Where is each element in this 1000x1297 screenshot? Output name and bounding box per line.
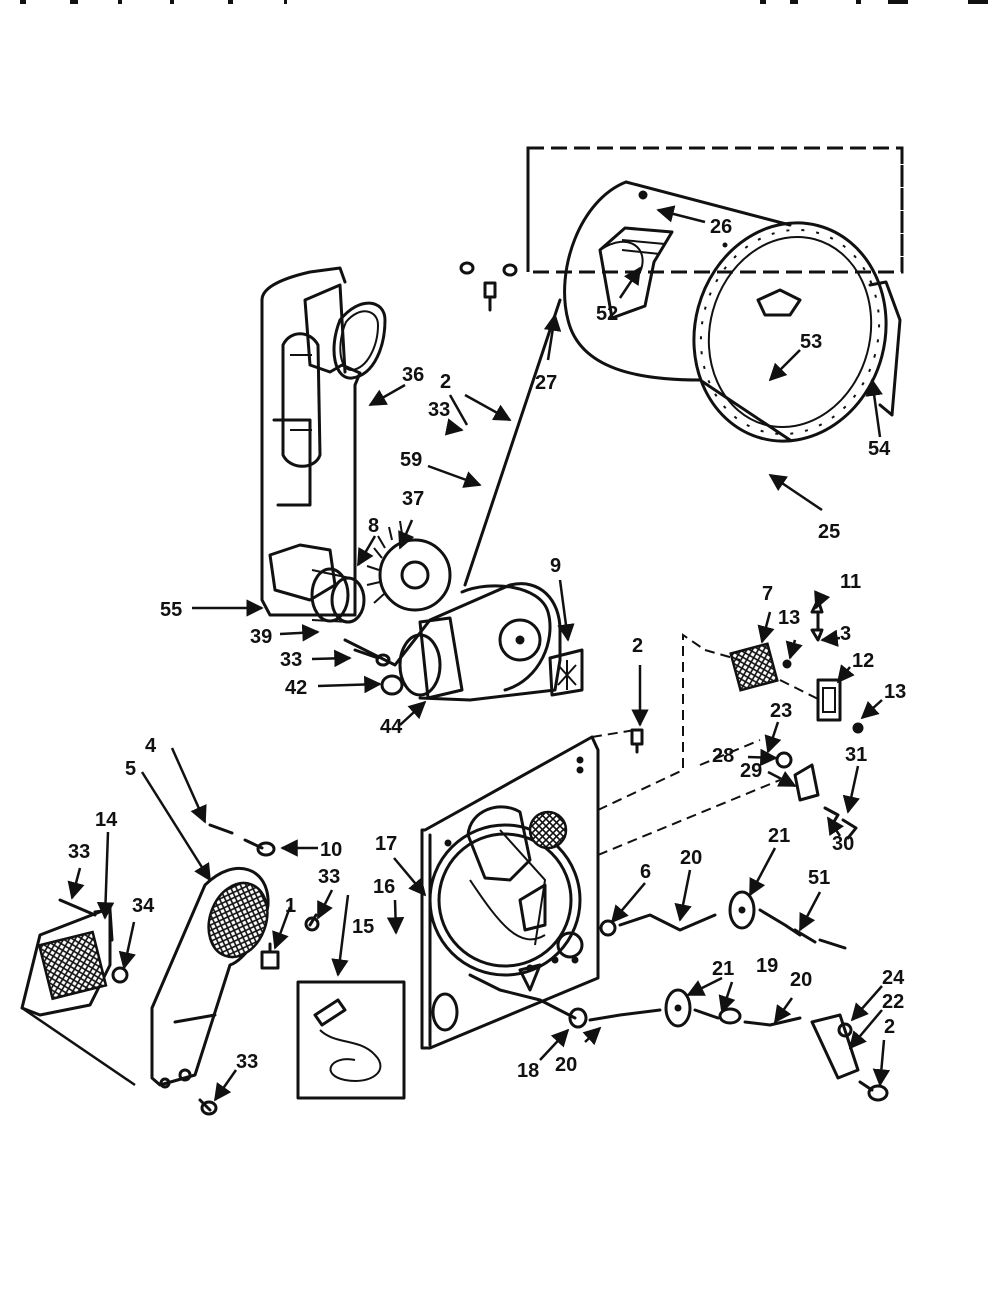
- callout-30: 30: [832, 833, 854, 855]
- bulkhead-panel-17: [420, 735, 600, 1050]
- drum: [563, 180, 902, 443]
- callout-18: 18: [517, 1060, 539, 1082]
- blower-housing: [260, 266, 362, 617]
- callout-59: 59: [400, 449, 422, 471]
- callout-7: 7: [762, 583, 773, 605]
- callout-33-right-housing: 33: [318, 866, 340, 888]
- callout-25: 25: [818, 521, 840, 543]
- shaft-and-rollers-upper: [599, 890, 847, 950]
- callout-15: 15: [352, 916, 374, 938]
- callout-34: 34: [132, 895, 155, 917]
- callout-labels: 26 52 27 53 54 25 36 2 33 59 37 8 9 55 3…: [68, 216, 906, 1082]
- seal-36: [332, 301, 387, 380]
- callout-29: 29: [740, 760, 762, 782]
- blower-housing-5: [150, 866, 270, 1089]
- callout-31: 31: [845, 744, 867, 766]
- drum-bearing-53: [756, 288, 802, 317]
- clip-34: [111, 966, 129, 984]
- callout-2-upper: 2: [440, 371, 451, 393]
- shaft-and-rollers-lower: [468, 973, 802, 1029]
- callout-13-left: 13: [778, 607, 800, 629]
- callout-8: 8: [368, 515, 379, 537]
- callout-16: 16: [373, 876, 395, 898]
- screw-59: [483, 281, 497, 312]
- bolt-4-10: [208, 823, 276, 857]
- callout-14: 14: [95, 809, 118, 831]
- leader-lines: [21, 205, 891, 1102]
- callout-33-bottom: 33: [236, 1051, 258, 1073]
- callout-11: 11: [840, 571, 861, 593]
- callout-55: 55: [160, 599, 182, 621]
- callout-33-upper: 33: [428, 399, 450, 421]
- callout-13-right: 13: [884, 681, 906, 703]
- thermostat-1: [260, 942, 280, 970]
- drum-support-22-24: [810, 1013, 889, 1102]
- callout-4: 4: [145, 735, 157, 757]
- dashed-leaders-electrical: [591, 633, 821, 856]
- bolt-33-blower: [353, 648, 391, 667]
- callout-3-right: 3: [840, 623, 851, 645]
- callout-19: 19: [756, 955, 778, 977]
- callout-10: 10: [320, 839, 342, 861]
- callout-9: 9: [550, 555, 561, 577]
- callout-2-lower: 2: [884, 1016, 895, 1038]
- callout-23: 23: [770, 700, 792, 722]
- callout-22: 22: [882, 991, 904, 1013]
- callout-28: 28: [712, 745, 734, 767]
- callout-20-b: 20: [790, 969, 812, 991]
- callout-42: 42: [285, 677, 307, 699]
- screw-2-bulkhead: [630, 728, 644, 754]
- callout-21-a: 21: [768, 825, 790, 847]
- screws-2-33-upper: [459, 261, 518, 277]
- callout-21-b: 21: [712, 958, 734, 980]
- drum-baffle: [598, 226, 674, 320]
- blower-wheel-37: [366, 520, 452, 612]
- terminal-block-7: [729, 642, 779, 692]
- callout-53: 53: [800, 331, 822, 353]
- callout-5: 5: [125, 758, 136, 780]
- harness-kit-15: [296, 980, 406, 1100]
- callout-2-bulkhead: 2: [632, 635, 643, 657]
- drum-seal-54: [868, 280, 902, 417]
- callout-44: 44: [380, 716, 403, 738]
- callout-51: 51: [808, 867, 830, 889]
- callout-39: 39: [250, 626, 272, 648]
- bolt-33-housing: [58, 898, 320, 1116]
- callout-27: 27: [535, 372, 557, 394]
- drum-assembly-dashed-frame: [526, 146, 904, 274]
- callout-6: 6: [640, 861, 651, 883]
- callout-52: 52: [596, 303, 618, 325]
- callout-26: 26: [710, 216, 732, 238]
- drum-assembly: [526, 146, 904, 443]
- callout-36: 36: [402, 364, 424, 386]
- clamp-42: [380, 674, 404, 696]
- callout-1: 1: [285, 895, 296, 917]
- callout-37: 37: [402, 488, 424, 510]
- callout-17: 17: [375, 833, 397, 855]
- callout-20-a: 20: [680, 847, 702, 869]
- motor-bracket-9: [548, 648, 584, 697]
- lint-screen-housing-14: [20, 906, 114, 1017]
- callout-33-left: 33: [68, 841, 90, 863]
- callout-33-blower: 33: [280, 649, 302, 671]
- callout-24: 24: [882, 967, 905, 989]
- callout-12: 12: [852, 650, 874, 672]
- callout-20-c: 20: [555, 1054, 577, 1076]
- callout-54: 54: [868, 438, 891, 460]
- drum-assembly-dashed-frame-side: [526, 148, 904, 272]
- idler-pulley-8: [310, 567, 366, 624]
